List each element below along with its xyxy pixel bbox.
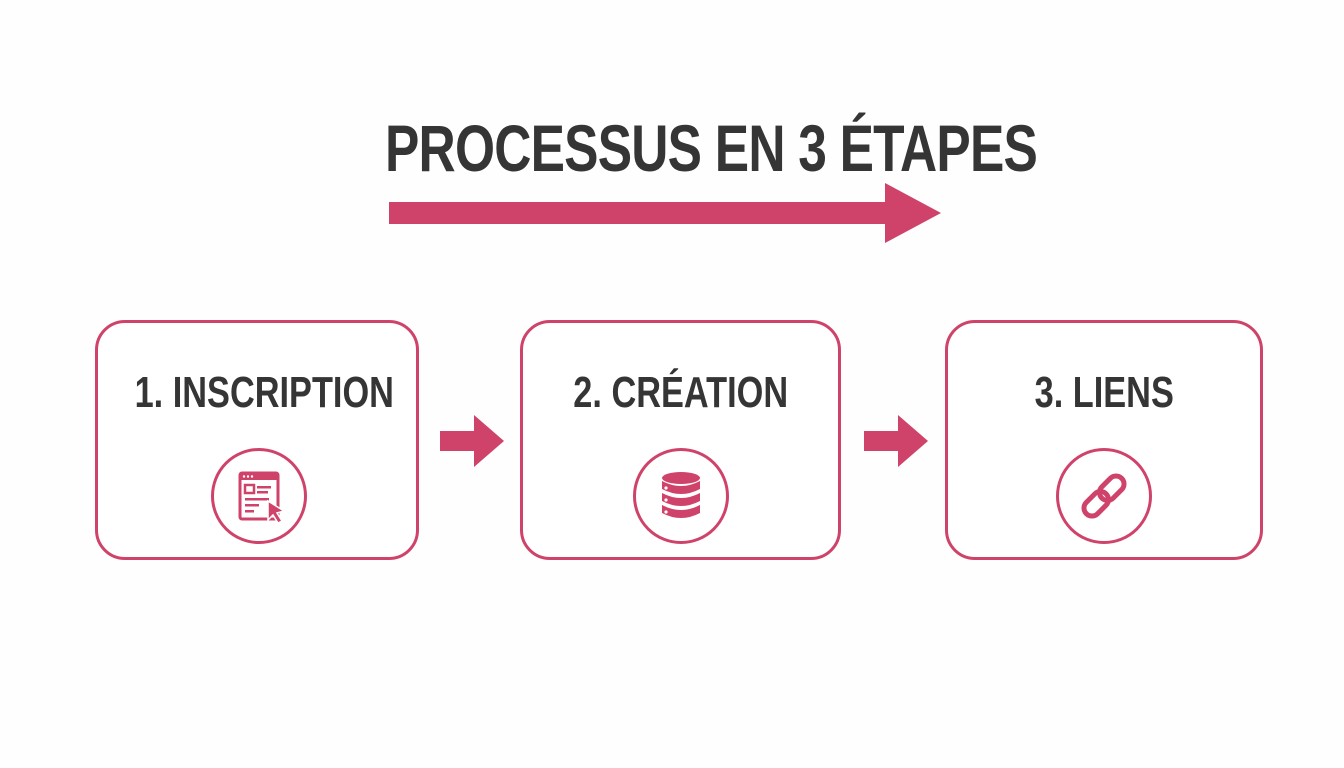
step-label: 3. LIENS [1034, 368, 1174, 417]
step-label: 2. CRÉATION [573, 368, 788, 417]
progress-arrow-icon [389, 183, 941, 243]
next-step-arrow-icon [440, 415, 504, 467]
database-icon [633, 448, 729, 544]
step-card-inscription: 1. INSCRIPTION [95, 320, 419, 560]
web-form-cursor-icon [211, 448, 307, 544]
next-step-arrow-icon [864, 415, 928, 467]
step-card-liens: 3. LIENS [945, 320, 1263, 560]
step-card-creation: 2. CRÉATION [520, 320, 841, 560]
step-label: 1. INSCRIPTION [134, 368, 394, 417]
diagram-title: PROCESSUS EN 3 ÉTAPES [385, 111, 1038, 185]
link-chain-icon [1056, 448, 1152, 544]
